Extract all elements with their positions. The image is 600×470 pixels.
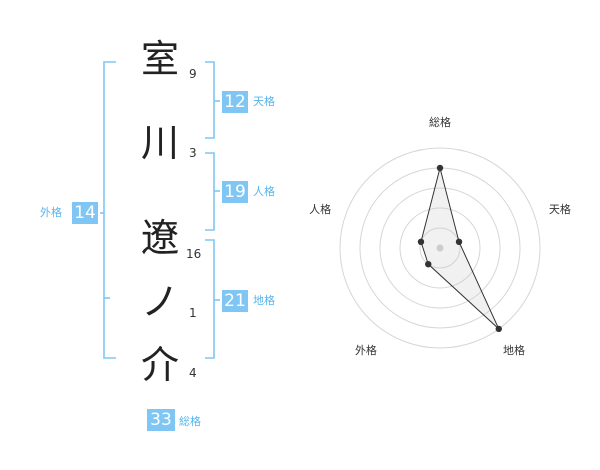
radar-ring-5	[339, 147, 541, 349]
stroke-count-2: 3	[189, 146, 197, 160]
radar-point-4	[425, 260, 432, 268]
radar-center	[436, 244, 444, 252]
chikaku-value-badge: 21	[222, 290, 248, 312]
name-char-3: 遼	[140, 216, 179, 260]
radar-ring-2	[399, 207, 481, 289]
gaikaku-value-badge: 14	[72, 202, 98, 224]
radar-axis-label-2: 天格	[549, 202, 571, 216]
radar-ring-1	[419, 227, 461, 269]
stroke-count-5: 4	[189, 366, 197, 380]
stroke-count-1: 9	[189, 67, 197, 81]
name-char-4: ノ	[140, 280, 179, 324]
name-char-5: 介	[140, 343, 179, 387]
name-char-1: 室	[140, 37, 179, 81]
stroke-count-4: 1	[189, 306, 197, 320]
soukaku-value-badge: 33	[147, 409, 175, 431]
gaikaku-label: 外格	[40, 206, 62, 219]
gaikaku-bracket	[103, 61, 116, 359]
chikaku-label: 地格	[253, 294, 275, 307]
tenkaku-value-badge: 12	[222, 91, 248, 113]
name-char-2: 川	[140, 121, 179, 165]
radar-point-2	[455, 238, 463, 246]
jinkaku-label: 人格	[253, 185, 275, 198]
radar-ring-3	[379, 187, 501, 309]
tenkaku-label: 天格	[253, 95, 275, 108]
radar-axis-label-1: 総格	[429, 115, 451, 129]
radar-point-3	[495, 325, 502, 333]
radar-axis-label-4: 外格	[355, 343, 377, 357]
soukaku-label: 総格	[179, 415, 201, 428]
chikaku-bracket	[205, 239, 215, 359]
radar-point-1	[436, 164, 444, 172]
stroke-count-3: 16	[186, 247, 202, 261]
radar-point-5	[417, 238, 425, 246]
jinkaku-value-badge: 19	[222, 181, 248, 203]
radar-axis-label-3: 地格	[503, 343, 525, 357]
radar-axis-label-5: 人格	[309, 202, 331, 216]
tenkaku-bracket	[205, 61, 215, 139]
radar-series-area	[420, 167, 500, 330]
